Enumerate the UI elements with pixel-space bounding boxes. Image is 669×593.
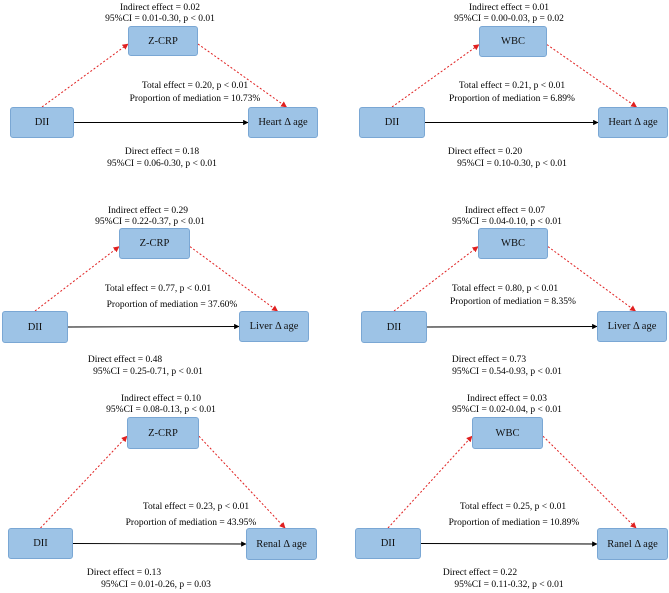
outcome-node-box: Heart Δ age [248,107,318,138]
indirect-ci-label: 95%CI = 0.00-0.03, p = 0.02 [454,14,564,24]
proportion-mediation-label: Proportion of mediation = 8.35% [450,297,576,307]
proportion-mediation-label: Proportion of mediation = 10.73% [129,94,261,104]
total-effect-label: Total effect = 0.80, p < 0.01 [451,284,559,294]
direct-effect-label: Direct effect = 0.48 [87,355,163,365]
proportion-mediation-label: Proportion of mediation = 43.95% [125,518,257,528]
mediator-node-box: WBC [479,26,547,57]
total-effect-label: Total effect = 0.25, p < 0.01 [459,502,567,512]
total-effect-label: Total effect = 0.77, p < 0.01 [104,284,212,294]
indirect-path-a-arrow [34,246,120,312]
indirect-effect-label: Indirect effect = 0.03 [466,394,548,404]
indirect-ci-label: 95%CI = 0.04-0.10, p < 0.01 [452,217,562,227]
outcome-node-box: Liver Δ age [597,311,667,342]
indirect-effect-label: Indirect effect = 0.02 [119,3,201,13]
total-effect-label: Total effect = 0.21, p < 0.01 [458,81,566,91]
indirect-path-a-arrow [41,43,129,108]
indirect-effect-label: Indirect effect = 0.29 [107,206,189,216]
source-node-box: DII [355,528,421,559]
direct-ci-label: 95%CI = 0.25-0.71, p < 0.01 [93,367,203,377]
mediator-node-box: WBC [472,417,543,449]
direct-effect-label: Direct effect = 0.73 [451,355,527,365]
indirect-path-a-arrow [387,435,473,529]
outcome-node-box: Renal Δ age [246,528,317,560]
total-effect-label: Total effect = 0.20, p < 0.01 [141,81,249,91]
indirect-ci-label: 95%CI = 0.02-0.04, p < 0.01 [452,405,562,415]
indirect-path-a-arrow [393,246,479,312]
source-node-box: DII [361,311,427,343]
outcome-node-box: Ranel Δ age [597,528,668,560]
direct-effect-label: Direct effect = 0.18 [124,147,200,157]
source-node-box: DII [359,107,425,138]
direct-path-arrow [72,541,247,547]
direct-path-arrow [420,541,598,547]
indirect-path-a-arrow [391,44,480,108]
indirect-path-b-arrow [198,435,286,529]
indirect-effect-label: Indirect effect = 0.10 [120,394,202,404]
direct-effect-label: Direct effect = 0.13 [86,568,162,578]
source-node-box: DII [2,311,68,343]
indirect-ci-label: 95%CI = 0.01-0.30, p < 0.01 [105,14,215,24]
indirect-path-b-arrow [542,435,637,529]
source-node-box: DII [8,528,73,559]
direct-ci-label: 95%CI = 0.06-0.30, p < 0.01 [107,159,217,169]
total-effect-label: Total effect = 0.23, p < 0.01 [142,502,250,512]
source-node-box: DII [10,107,74,138]
mediator-node-box: Z-CRP [128,26,198,56]
mediator-node-box: WBC [478,228,548,259]
indirect-ci-label: 95%CI = 0.22-0.37, p < 0.01 [95,217,205,227]
indirect-effect-label: Indirect effect = 0.01 [468,3,550,13]
direct-ci-label: 95%CI = 0.01-0.26, p = 0.03 [101,580,211,590]
direct-effect-label: Direct effect = 0.22 [442,568,518,578]
indirect-path-a-arrow [40,435,128,529]
direct-path-arrow [67,323,240,330]
outcome-node-box: Liver Δ age [239,311,309,342]
proportion-mediation-label: Proportion of mediation = 6.89% [449,94,575,104]
direct-effect-label: Direct effect = 0.20 [447,147,523,157]
indirect-ci-label: 95%CI = 0.08-0.13, p < 0.01 [106,405,216,415]
direct-ci-label: 95%CI = 0.10-0.30, p < 0.01 [457,159,567,169]
mediator-node-box: Z-CRP [119,228,190,259]
proportion-mediation-label: Proportion of mediation = 37.60% [106,300,238,310]
indirect-effect-label: Indirect effect = 0.07 [464,206,546,216]
direct-ci-label: 95%CI = 0.11-0.32, p < 0.01 [454,580,564,590]
mediator-node-box: Z-CRP [127,417,199,449]
direct-ci-label: 95%CI = 0.54-0.93, p < 0.01 [452,367,562,377]
outcome-node-box: Heart Δ age [598,107,668,138]
proportion-mediation-label: Proportion of mediation = 10.89% [448,518,580,528]
direct-path-arrow [426,323,598,330]
